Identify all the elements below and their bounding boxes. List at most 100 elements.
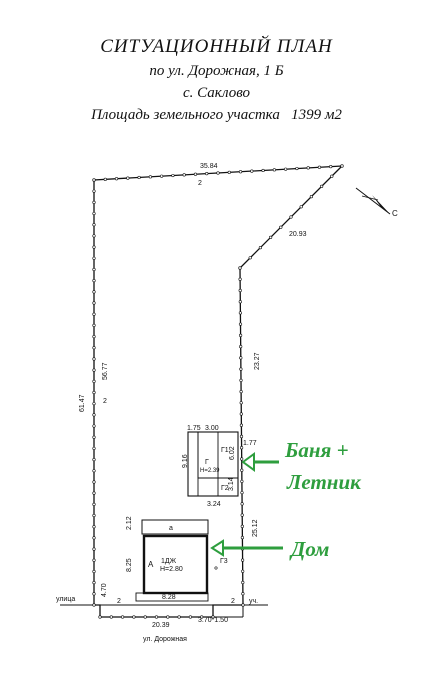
boundary-point: [239, 367, 243, 371]
boundary-point: [258, 246, 263, 250]
house-annotation-arrow: [210, 539, 283, 557]
boundary-point: [240, 524, 244, 528]
boundary-point: [143, 615, 147, 619]
area-label: Площадь земельного участка: [91, 107, 280, 123]
boundary-point: [92, 211, 96, 216]
boundary-point: [114, 177, 119, 181]
dim-bottom-parts: 3.70*1.50: [198, 617, 228, 624]
boundary-point: [216, 171, 220, 175]
boundary-point: [148, 175, 152, 179]
house-g3-marker: [214, 566, 218, 570]
boundary-point: [272, 168, 276, 172]
street-name: ул. Дорожная: [143, 636, 187, 643]
boundary-point: [92, 357, 96, 361]
boundary-point: [92, 200, 96, 204]
bath-w-bottom: 3.24: [207, 501, 221, 508]
plan-village: с. Саклово: [182, 85, 251, 101]
house-annotation: Дом: [289, 537, 329, 561]
boundary-point: [92, 279, 96, 283]
boundary-point: [238, 300, 242, 304]
boundary-point: [193, 172, 198, 176]
boundary-point: [103, 177, 107, 181]
bath-label-g1: Г1: [221, 447, 229, 454]
plan-address: по ул. Дорожная, 1 Б: [149, 63, 284, 79]
boundary-point: [92, 245, 96, 249]
bath-label-g2: Г2: [221, 485, 229, 492]
bath-h-right: 6.02: [229, 446, 236, 460]
boundary-point: [92, 189, 96, 193]
boundary-point: [92, 491, 96, 495]
north-label: С: [392, 209, 398, 218]
north-arrow: С: [355, 187, 398, 218]
boundary-point: [239, 389, 243, 394]
boundary-point: [126, 176, 130, 180]
boundary-point: [284, 167, 288, 171]
boundary-point: [239, 356, 243, 360]
boundary-point: [238, 277, 242, 281]
dim-left-small: 4.70: [101, 583, 108, 597]
boundary-point: [92, 513, 96, 518]
boundary-point: [154, 615, 159, 619]
house-label-main: 1ДЖ: [161, 558, 177, 565]
boundary-point: [92, 424, 96, 428]
dim-left-num: 2: [103, 398, 107, 405]
boundary-point: [200, 615, 204, 619]
boundary-point: [306, 166, 310, 170]
bath-w-left: 1.75: [187, 425, 201, 432]
boundary-point: [239, 412, 243, 416]
bath-annotation-line2: Летник: [286, 470, 362, 494]
boundary-point: [120, 615, 125, 619]
dim-right-lower: 25.12: [252, 519, 259, 537]
boundary-point: [92, 301, 96, 305]
boundary-point: [238, 288, 242, 293]
boundary-point: [261, 168, 265, 173]
dim-bottom-num-right: 2: [231, 598, 235, 605]
boundary-point: [240, 457, 244, 461]
boundary-point: [92, 603, 96, 607]
boundary-point: [241, 603, 245, 607]
boundary-point: [295, 166, 299, 171]
boundary-points: [92, 164, 344, 619]
boundary-point: [299, 205, 303, 209]
boundary-point: [92, 458, 96, 462]
boundary-point: [241, 592, 245, 596]
boundary-point: [92, 547, 96, 551]
boundary-point: [317, 165, 322, 169]
boundary-point: [309, 195, 314, 199]
boundary-point: [279, 225, 283, 229]
boundary-point: [239, 378, 243, 382]
boundary-point: [329, 165, 333, 169]
boundary-point: [171, 173, 175, 178]
plan-title: СИТУАЦИОННЫЙ ПЛАН: [100, 36, 333, 57]
boundary-point: [227, 170, 231, 174]
boundary-point: [92, 558, 96, 562]
boundary-point: [239, 401, 243, 405]
boundary-point: [240, 446, 244, 450]
dim-top: 35.84: [200, 163, 218, 170]
boundary-point: [269, 235, 273, 239]
bath-annotation-line1: Баня +: [284, 438, 349, 462]
bath-label-main: Г: [205, 459, 209, 466]
boundary-point: [240, 535, 244, 540]
boundary-point: [109, 615, 113, 619]
boundary-point: [188, 615, 192, 619]
house-g3: Г3: [220, 558, 228, 565]
boundary-point: [92, 290, 96, 294]
boundary-point: [92, 267, 96, 272]
boundary-point: [137, 175, 141, 180]
boundary-point: [92, 323, 96, 327]
boundary-point: [92, 569, 96, 574]
boundary-point: [240, 491, 244, 495]
boundary-point: [182, 173, 186, 177]
boundary-point: [177, 615, 181, 619]
boundary-point: [239, 345, 243, 349]
boundary-point: [92, 592, 96, 596]
house-label-a: А: [148, 560, 154, 569]
dim-bottom-num-left: 2: [117, 598, 121, 605]
boundary-point: [340, 164, 344, 168]
boundary-point: [98, 615, 102, 619]
boundary-point: [250, 169, 254, 173]
bath-h-left: 9.16: [182, 454, 189, 468]
